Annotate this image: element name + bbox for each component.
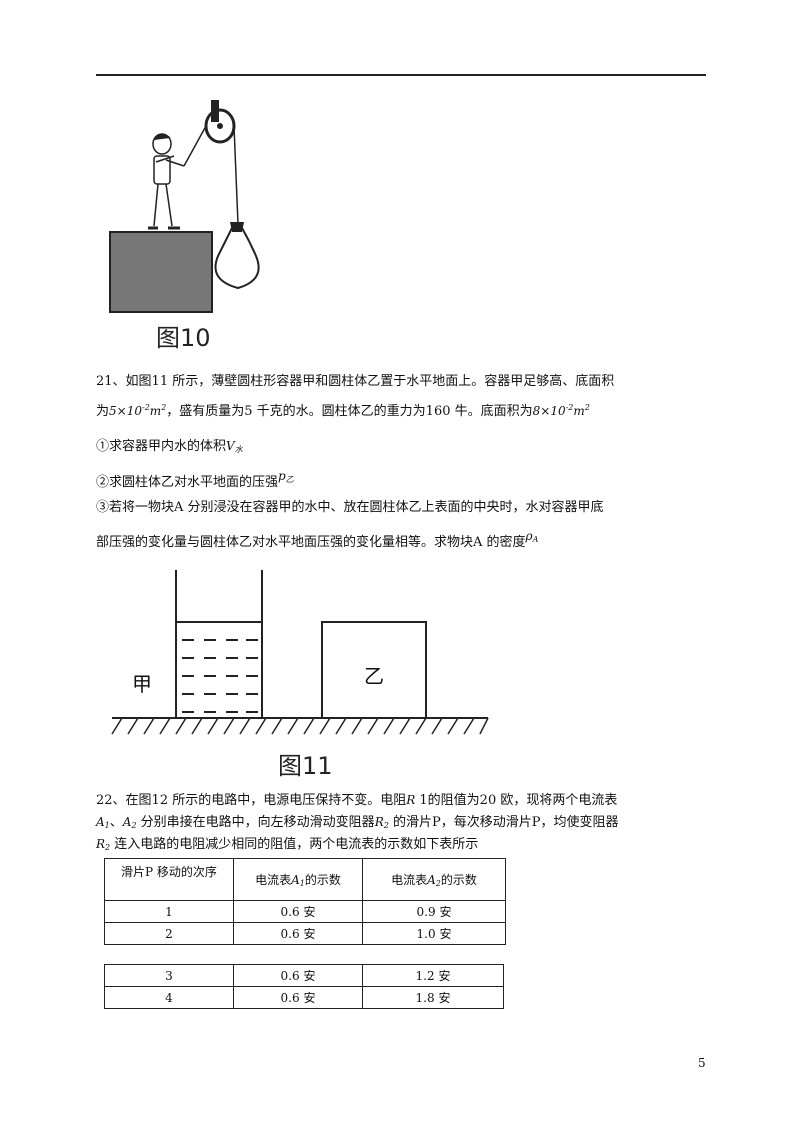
cylinder-yi [321,621,427,719]
area-jia-value: 5×10-2m2 [109,403,167,418]
label-jia: 甲 [132,672,152,696]
q21-item3-line2: 部压强的变化量与圆柱体乙对水平地面压强的变化量相等。求物块A 的密度ρA [96,529,539,550]
page-number: 5 [698,1056,706,1070]
q21-item1: ①求容器甲内水的体积V水 [96,439,243,454]
q22-line1: 22、在图12 所示的电路中，电源电压保持不变。电阻R 1的阻值为20 欧，现将… [96,793,618,808]
label-yi: 乙 [364,664,384,688]
header-order: 滑片P 移动的次序 [104,858,234,901]
figure-10-caption: 图10 [156,324,211,352]
platform-block [109,231,213,313]
area-yi-value: 8×10-2m2 [532,403,590,418]
water-dashes [182,639,258,713]
header-a2: 电流表A2的示数 [362,858,506,901]
boy-figure [148,133,185,230]
q22-line2: A1、A2 分别串接在电路中，向左移动滑动变阻器R2 的滑片P，每次移动滑片P，… [96,815,619,830]
q21-item3-line1: ③若将一物块A 分别浸没在容器甲的水中、放在圆柱体乙上表面的中央时，水对容器甲底 [96,500,604,515]
bag [214,227,260,290]
table-header-row: 滑片P 移动的次序 电流表A1的示数 电流表A2的示数 [104,858,506,901]
header-a1: 电流表A1的示数 [233,858,363,901]
figure-11-caption: 图11 [278,752,333,780]
figure-11-diagram [111,570,489,735]
water-volume-symbol: V水 [226,439,243,454]
q21-line1: 21、如图11 所示，薄壁圆柱形容器甲和圆柱体乙置于水平地面上。容器甲足够高、底… [96,374,615,389]
q21-line2: 为5×10-2m2，盛有质量为5 千克的水。圆柱体乙的重力为160 牛。底面积为… [96,403,590,419]
ground-hatching [111,717,489,735]
q22-line3: R2 连入电路的电阻减少相同的阻值，两个电流表的示数如下表所示 [96,837,479,852]
figure-10-illustration [109,100,260,313]
q21-item2: ②求圆柱体乙对水平地面的压强p乙 [96,469,294,490]
header-rule [96,74,706,76]
density-a-symbol: ρA [525,529,539,544]
pressure-yi-symbol: p乙 [278,469,294,484]
